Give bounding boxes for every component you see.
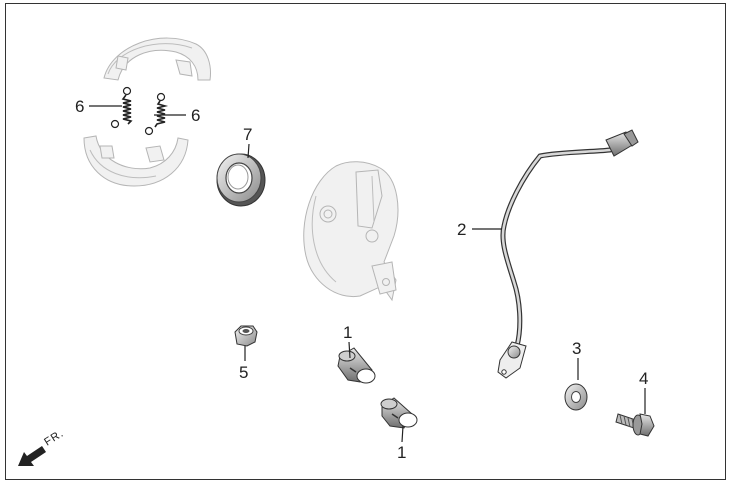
callout-2: 2 bbox=[457, 220, 466, 239]
nut bbox=[234, 325, 258, 347]
brake-shoe-lower bbox=[83, 135, 189, 187]
flange-bolt bbox=[615, 413, 655, 437]
speed-sensor-cable bbox=[497, 129, 639, 379]
brake-cam-upper bbox=[337, 347, 376, 384]
brake-cam-lower bbox=[380, 397, 418, 429]
callout-6-right: 6 bbox=[191, 106, 200, 125]
front-direction-indicator: FR. bbox=[18, 427, 66, 466]
callout-6-left: 6 bbox=[75, 97, 84, 116]
leader-lines bbox=[89, 105, 646, 443]
front-label: FR. bbox=[42, 427, 66, 448]
callout-7: 7 bbox=[243, 125, 252, 144]
brake-panel bbox=[303, 161, 399, 302]
callout-1-lower: 1 bbox=[397, 443, 406, 462]
brake-spring-left bbox=[110, 86, 133, 129]
callout-3: 3 bbox=[572, 339, 581, 358]
callout-4: 4 bbox=[639, 369, 648, 388]
brake-spring-right bbox=[144, 92, 169, 136]
callout-5: 5 bbox=[239, 363, 248, 382]
brake-shoe-upper bbox=[103, 37, 211, 81]
callout-1-upper: 1 bbox=[343, 323, 352, 342]
arrow-down-left-icon bbox=[18, 446, 46, 466]
oil-seal bbox=[216, 153, 266, 207]
washer bbox=[564, 383, 588, 411]
